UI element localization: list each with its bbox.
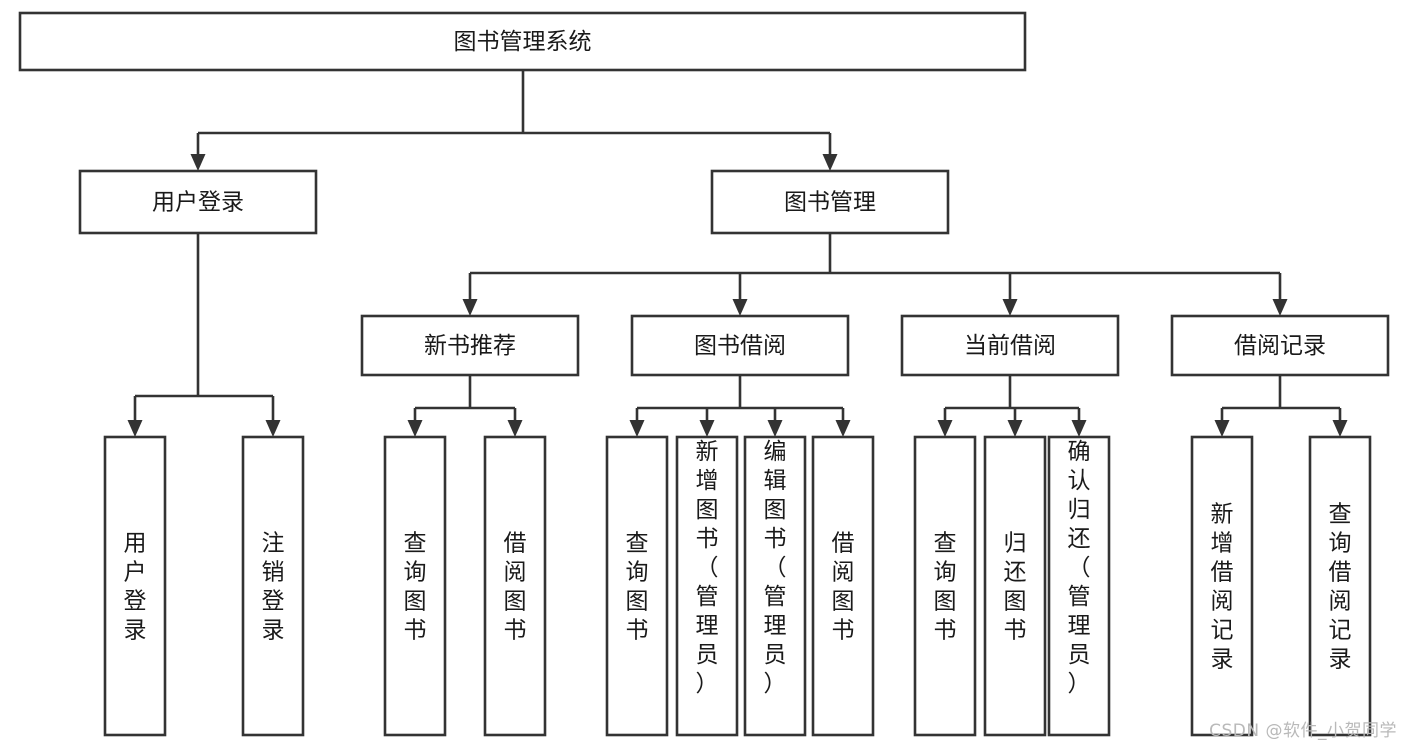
node-label: 查询图书: [404, 531, 427, 644]
connector-group-user-login: [127, 233, 281, 437]
connector-group-borrow-record: [1214, 375, 1348, 437]
node-label: 图书借阅: [694, 333, 786, 359]
node-label: 查询图书: [626, 531, 649, 644]
arrow-head-icon: [835, 420, 851, 437]
arrow-head-icon: [629, 420, 645, 437]
arrow-head-icon: [1214, 420, 1230, 437]
arrow-head-icon: [1002, 299, 1018, 316]
arrow-head-icon: [732, 299, 748, 316]
node-box: [1170, 314, 1390, 377]
node-leaf-query-book-current[interactable]: 查询图书: [913, 435, 977, 737]
arrow-head-icon: [699, 420, 715, 437]
node-label: 用户登录: [124, 531, 147, 644]
connector-group-new-book-recommend: [407, 375, 523, 437]
node-leaf-edit-book[interactable]: 编辑图书（管理员）: [743, 435, 807, 737]
node-box: [1047, 435, 1111, 737]
node-leaf-add-book[interactable]: 新增图书（管理员）: [675, 435, 739, 737]
node-box: [103, 435, 167, 737]
node-label: 借阅记录: [1234, 333, 1326, 359]
arrow-head-icon: [127, 420, 143, 437]
node-leaf-user-logout[interactable]: 注销登录: [241, 435, 305, 737]
node-box: [605, 435, 669, 737]
node-label: 查询图书: [934, 531, 957, 644]
node-box: [630, 314, 850, 377]
node-leaf-confirm-return[interactable]: 确认归还（管理员）: [1047, 435, 1111, 737]
arrow-head-icon: [190, 154, 206, 171]
node-label: 用户登录: [152, 190, 244, 216]
node-box: [483, 435, 547, 737]
node-box: [78, 169, 318, 235]
arrow-head-icon: [767, 420, 783, 437]
node-label: 新增图书（管理员）: [696, 439, 719, 697]
node-box: [743, 435, 807, 737]
node-root[interactable]: 图书管理系统: [18, 11, 1027, 72]
nodes-layer: 图书管理系统用户登录图书管理新书推荐图书借阅当前借阅借阅记录用户登录注销登录查询…: [18, 11, 1390, 737]
connector-group-book-manage: [462, 233, 1288, 316]
connectors-layer: [127, 70, 1348, 437]
connector-group-root: [190, 70, 838, 171]
node-label: 图书管理: [784, 190, 876, 216]
arrow-head-icon: [462, 299, 478, 316]
node-box: [675, 435, 739, 737]
node-label: 当前借阅: [964, 333, 1056, 359]
node-leaf-return-book[interactable]: 归还图书: [983, 435, 1047, 737]
node-box: [983, 435, 1047, 737]
node-box: [360, 314, 580, 377]
node-label: 新书推荐: [424, 333, 516, 359]
node-label: 注销登录: [262, 531, 285, 644]
node-label: 归还图书: [1004, 531, 1027, 644]
node-box: [18, 11, 1027, 72]
node-leaf-add-borrow-record[interactable]: 新增借阅记录: [1190, 435, 1254, 737]
node-label: 编辑图书（管理员）: [764, 439, 787, 697]
node-leaf-user-login[interactable]: 用户登录: [103, 435, 167, 737]
arrow-head-icon: [407, 420, 423, 437]
node-box: [811, 435, 875, 737]
node-label: 借阅图书: [504, 531, 527, 644]
node-box: [710, 169, 950, 235]
arrow-head-icon: [1071, 420, 1087, 437]
arrow-head-icon: [1272, 299, 1288, 316]
node-label: 图书管理系统: [454, 29, 592, 55]
node-label: 新增借阅记录: [1211, 502, 1234, 673]
node-label: 查询借阅记录: [1329, 502, 1352, 673]
node-book-manage[interactable]: 图书管理: [710, 169, 950, 235]
connector-group-book-borrow: [629, 375, 851, 437]
node-book-borrow[interactable]: 图书借阅: [630, 314, 850, 377]
connector-group-current-borrow: [937, 375, 1087, 437]
node-box: [913, 435, 977, 737]
node-leaf-query-borrow-record[interactable]: 查询借阅记录: [1308, 435, 1372, 737]
node-box: [1308, 435, 1372, 737]
node-leaf-borrow-book[interactable]: 借阅图书: [811, 435, 875, 737]
node-user-login[interactable]: 用户登录: [78, 169, 318, 235]
node-box: [383, 435, 447, 737]
node-box: [1190, 435, 1254, 737]
node-box: [900, 314, 1120, 377]
node-label: 确认归还（管理员）: [1068, 439, 1091, 697]
arrow-head-icon: [1007, 420, 1023, 437]
arrow-head-icon: [265, 420, 281, 437]
node-leaf-query-book-borrow[interactable]: 查询图书: [605, 435, 669, 737]
node-new-book-recommend[interactable]: 新书推荐: [360, 314, 580, 377]
node-label: 借阅图书: [832, 531, 855, 644]
node-current-borrow[interactable]: 当前借阅: [900, 314, 1120, 377]
node-leaf-borrow-book-recommend[interactable]: 借阅图书: [483, 435, 547, 737]
node-borrow-record[interactable]: 借阅记录: [1170, 314, 1390, 377]
arrow-head-icon: [507, 420, 523, 437]
node-leaf-query-book-recommend[interactable]: 查询图书: [383, 435, 447, 737]
arrow-head-icon: [822, 154, 838, 171]
arrow-head-icon: [1332, 420, 1348, 437]
node-box: [241, 435, 305, 737]
arrow-head-icon: [937, 420, 953, 437]
